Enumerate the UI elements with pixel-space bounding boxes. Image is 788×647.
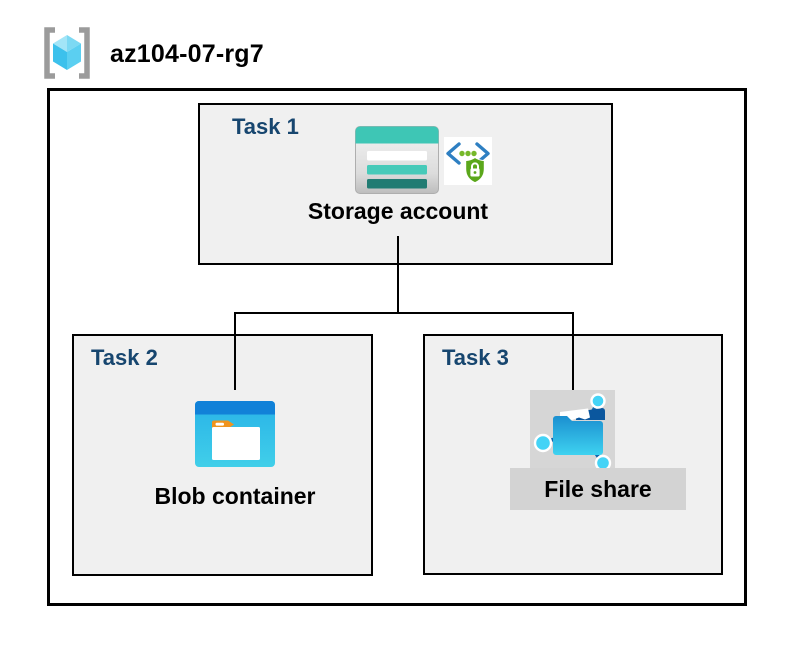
resource-group-icon [44, 27, 90, 79]
task-1-label: Task 1 [232, 114, 299, 139]
connector-storage-trunk [397, 236, 399, 312]
secured-access-icon [444, 137, 492, 185]
file-share-label-backdrop: File share [510, 468, 686, 510]
file-share-icon [533, 393, 612, 468]
file-share-label: File share [544, 476, 652, 502]
task-3-label: Task 3 [442, 345, 509, 370]
connector-to-blob-container [234, 312, 236, 390]
storage-account-icon [355, 126, 439, 194]
task-2-label: Task 2 [91, 345, 158, 370]
connector-branch [234, 312, 574, 314]
resource-group-title: az104-07-rg7 [110, 40, 264, 68]
blob-container-icon [195, 401, 275, 467]
task-2-box: Task 2 [72, 334, 373, 576]
blob-container-label: Blob container [154, 483, 316, 509]
connector-to-file-share [572, 312, 574, 390]
storage-account-label: Storage account [307, 198, 489, 224]
